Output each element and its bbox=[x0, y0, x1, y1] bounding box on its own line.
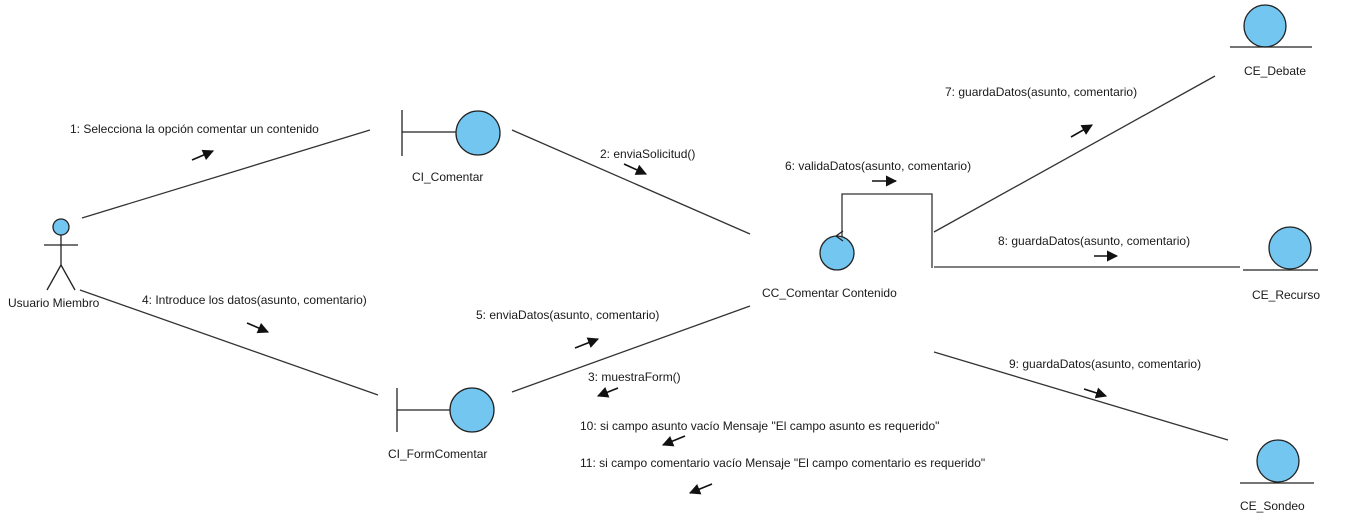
message-8-label: 8: guardaDatos(asunto, comentario) bbox=[998, 234, 1190, 248]
message-5-arrow bbox=[574, 337, 600, 349]
object-label-ce-debate: CE_Debate bbox=[1244, 64, 1306, 78]
control-cc-comentar-contenido: CC_Comentar Contenido bbox=[762, 230, 897, 300]
object-label-ce-recurso: CE_Recurso bbox=[1252, 288, 1320, 302]
object-label-ci-comentar: CI_Comentar bbox=[412, 170, 483, 184]
actor-label: Usuario Miembro bbox=[8, 296, 100, 310]
object-label-ci-formcomentar: CI_FormComentar bbox=[388, 447, 487, 461]
message-1-arrow bbox=[191, 149, 215, 161]
message-7-arrow bbox=[1070, 124, 1093, 138]
link-ci-formcomentar-cc bbox=[511, 305, 751, 393]
message-3-label: 3: muestraForm() bbox=[588, 370, 681, 384]
entity-circle bbox=[1243, 4, 1287, 48]
message-5-label: 5: enviaDatos(asunto, comentario) bbox=[476, 308, 659, 322]
message-4-label: 4: Introduce los datos(asunto, comentari… bbox=[142, 293, 367, 307]
message-11-label: 11: si campo comentario vacío Mensaje "E… bbox=[580, 456, 985, 470]
object-label-cc: CC_Comentar Contenido bbox=[762, 286, 897, 300]
message-10-arrow bbox=[661, 435, 686, 447]
boundary-circle bbox=[449, 387, 495, 433]
link-cc-ce-sondeo bbox=[933, 351, 1229, 441]
object-label-ce-sondeo: CE_Sondeo bbox=[1240, 499, 1305, 513]
link-actor-ci-comentar bbox=[81, 129, 371, 219]
message-7-label: 7: guardaDatos(asunto, comentario) bbox=[945, 85, 1137, 99]
message-6-label: 6: validaDatos(asunto, comentario) bbox=[785, 159, 971, 173]
boundary-ci-comentar: CI_Comentar bbox=[401, 110, 501, 184]
message-3-arrow bbox=[596, 387, 619, 398]
link-ci-comentar-cc bbox=[511, 129, 751, 235]
message-11-arrow bbox=[688, 483, 713, 495]
entity-ce-recurso: CE_Recurso bbox=[1243, 226, 1320, 302]
entity-ce-debate: CE_Debate bbox=[1230, 4, 1312, 78]
message-1-label: 1: Selecciona la opción comentar un cont… bbox=[70, 122, 319, 136]
entity-ce-sondeo: CE_Sondeo bbox=[1240, 439, 1314, 513]
boundary-circle bbox=[455, 110, 501, 156]
boundary-ci-formcomentar: CI_FormComentar bbox=[388, 387, 495, 461]
message-10-label: 10: si campo asunto vacío Mensaje "El ca… bbox=[580, 419, 939, 433]
message-9-arrow bbox=[1083, 387, 1108, 399]
actor-head bbox=[52, 218, 70, 236]
control-circle bbox=[819, 235, 855, 271]
entity-circle bbox=[1256, 439, 1300, 483]
link-actor-ci-formcomentar bbox=[79, 289, 379, 396]
message-9-label: 9: guardaDatos(asunto, comentario) bbox=[1009, 357, 1201, 371]
message-2-label: 2: enviaSolicitud() bbox=[600, 147, 695, 161]
entity-circle bbox=[1268, 226, 1312, 270]
link-cc-ce-debate bbox=[933, 75, 1216, 233]
message-2-arrow bbox=[623, 163, 648, 175]
actor-usuario-miembro: Usuario Miembro bbox=[8, 218, 100, 310]
link-cc-self bbox=[841, 193, 933, 268]
message-4-arrow bbox=[246, 322, 270, 334]
